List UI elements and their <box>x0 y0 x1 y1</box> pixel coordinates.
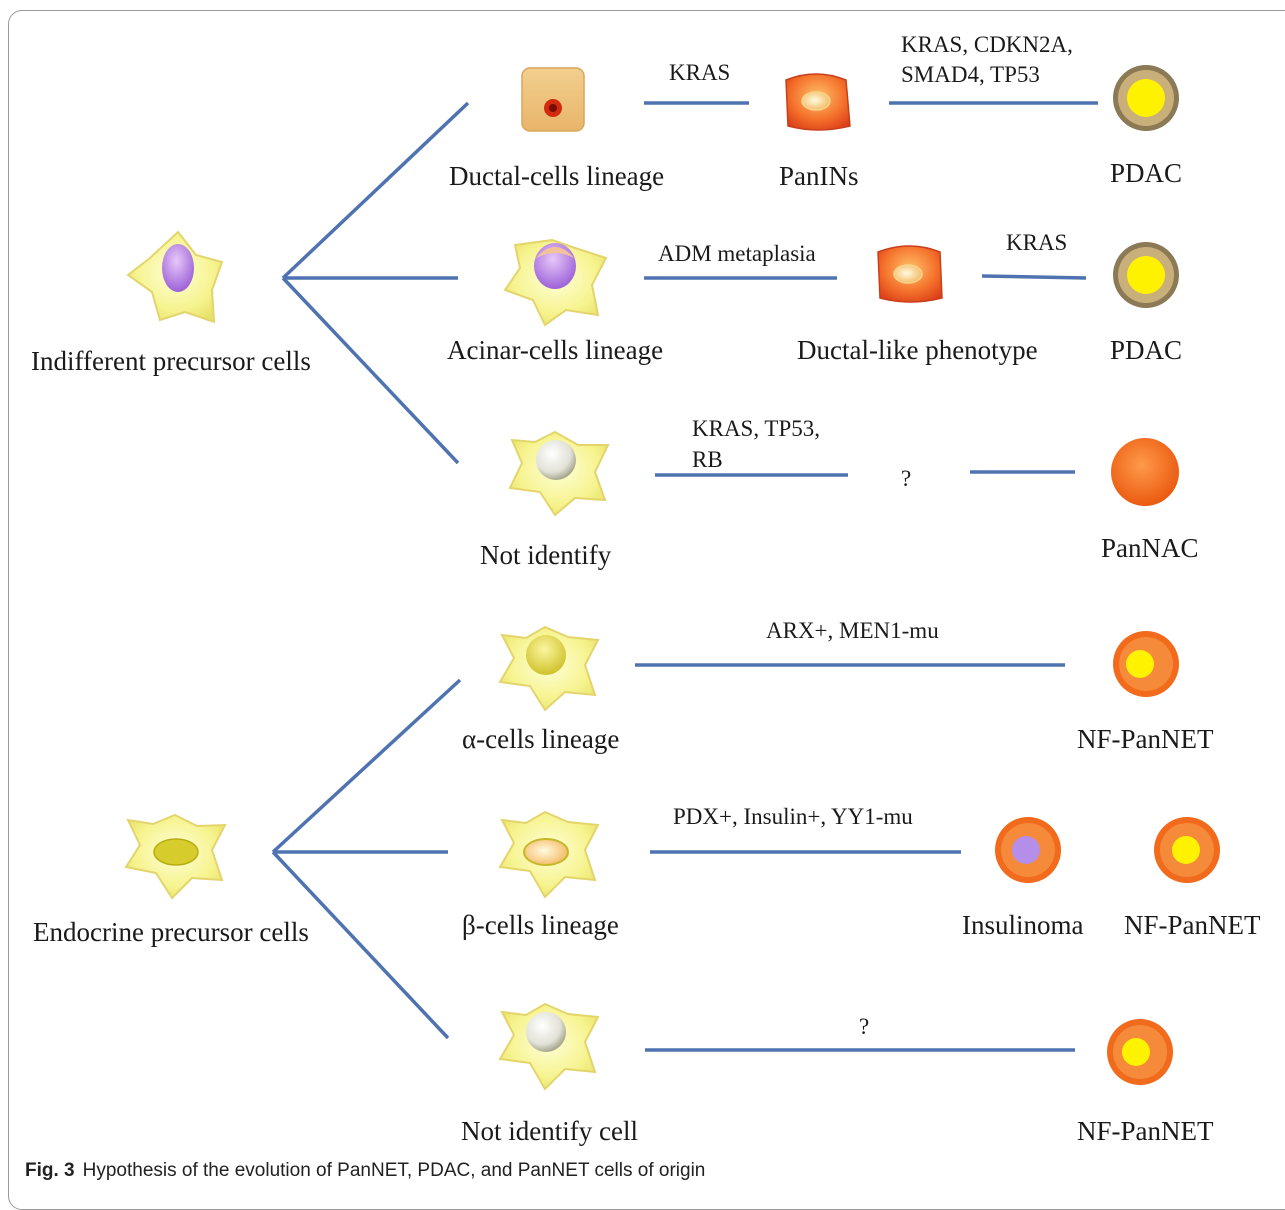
pannac-tumor-icon <box>1111 438 1179 506</box>
endocrine-precursor-label: Endocrine precursor cells <box>33 917 309 947</box>
nf-pannet-label: NF-PanNET <box>1124 910 1261 940</box>
nf-pannet-tumor-icon <box>1113 631 1179 697</box>
edge-label-mutations-line1: KRAS, TP53, <box>692 416 821 441</box>
figure-caption-text: Hypothesis of the evolution of PanNET, P… <box>82 1160 706 1181</box>
edge-label-unknown: ? <box>859 1014 870 1039</box>
ductal-like-cell-icon <box>877 245 943 303</box>
beta-lineage-label: β-cells lineage <box>462 910 619 940</box>
nf-pannet-label: NF-PanNET <box>1077 724 1214 754</box>
edge-label-pdx-insulin-yy1: PDX+, Insulin+, YY1-mu <box>673 804 913 829</box>
acinar-lineage-label: Acinar-cells lineage <box>447 335 664 365</box>
branch-to-not-identify <box>281 276 460 465</box>
panins-cell-icon <box>785 73 851 131</box>
edge-label-kras: KRAS <box>1006 230 1068 255</box>
indifferent-precursor-cell-icon <box>126 230 224 324</box>
unidentified-cell-icon <box>508 430 610 517</box>
ductal-cell-icon <box>521 67 585 132</box>
nf-pannet-tumor-icon <box>1154 817 1220 883</box>
unidentified-endocrine-cell-icon <box>498 1002 600 1091</box>
alpha-lineage-label: α-cells lineage <box>462 724 620 754</box>
not-identify-label: Not identify <box>480 540 612 570</box>
edge-ductal-like-pdac <box>981 274 1087 280</box>
edge-label-mutations-line2: RB <box>692 447 723 472</box>
insulinoma-label: Insulinoma <box>962 910 1084 940</box>
edge-label-adm-metaplasia: ADM metaplasia <box>658 241 816 266</box>
branch-to-not-identify-cell <box>271 850 450 1040</box>
insulinoma-tumor-icon <box>995 817 1061 883</box>
endocrine-precursor-cell-icon <box>124 813 227 900</box>
edge-label-kras: KRAS <box>669 60 731 85</box>
acinar-cell-icon <box>503 238 608 327</box>
edge-label-mutations-line1: KRAS, CDKN2A, <box>901 32 1073 57</box>
connector-lines <box>271 101 1098 1052</box>
pdac-tumor-icon <box>1113 65 1179 131</box>
branch-to-ductal <box>281 101 470 280</box>
pdac-label: PDAC <box>1110 335 1183 365</box>
indifferent-precursor-label: Indifferent precursor cells <box>31 346 311 376</box>
branch-to-alpha <box>271 678 462 854</box>
ductal-like-label: Ductal-like phenotype <box>797 335 1038 365</box>
ductal-lineage-label: Ductal-cells lineage <box>449 161 665 191</box>
not-identify-cell-label: Not identify cell <box>461 1116 638 1146</box>
panins-label: PanINs <box>779 161 859 191</box>
pannac-label: PanNAC <box>1101 533 1199 563</box>
nf-pannet-label: NF-PanNET <box>1077 1116 1214 1146</box>
edge-label-arx-men1: ARX+, MEN1-mu <box>766 618 939 643</box>
edge-label-unknown: ? <box>901 466 912 491</box>
figure-caption-label: Fig. 3 <box>25 1160 75 1181</box>
pdac-label: PDAC <box>1110 158 1183 188</box>
figure-caption: Fig. 3 Hypothesis of the evolution of Pan… <box>25 1160 705 1182</box>
beta-cell-icon <box>498 810 600 899</box>
nf-pannet-tumor-icon <box>1107 1019 1173 1085</box>
edge-label-mutations-line2: SMAD4, TP53 <box>901 62 1040 87</box>
pdac-tumor-icon <box>1113 242 1179 308</box>
alpha-cell-icon <box>498 625 600 712</box>
